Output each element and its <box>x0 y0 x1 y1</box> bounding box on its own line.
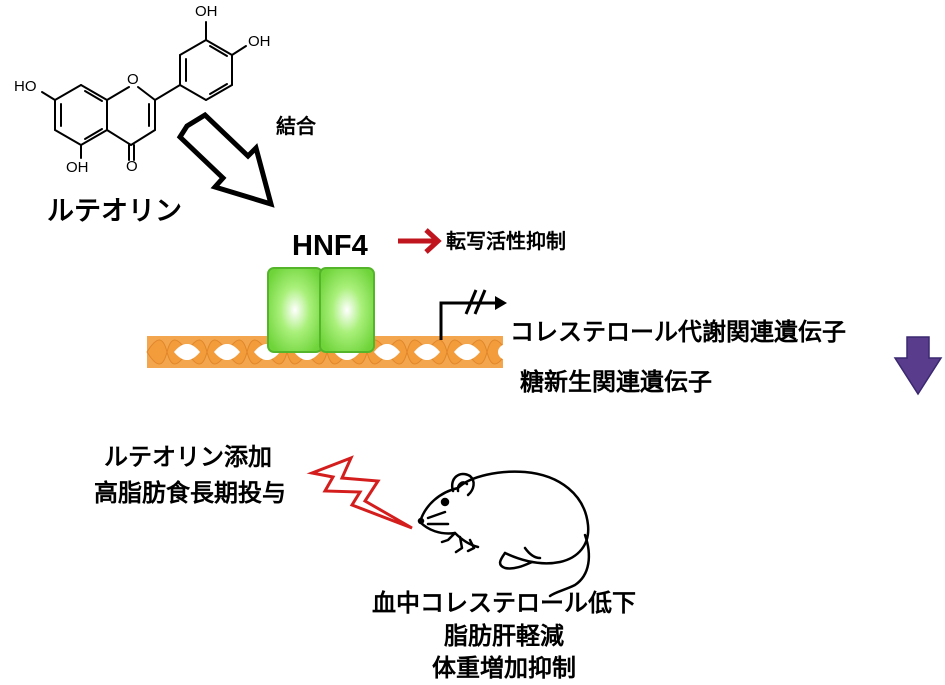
treatment-line2: 高脂肪食長期投与 <box>94 479 286 507</box>
binding-label: 結合 <box>276 114 316 138</box>
effect-label: 転写活性抑制 <box>446 229 566 253</box>
outcome-3: 体重増加抑制 <box>432 654 576 682</box>
treatment-line1: ルテオリン添加 <box>104 443 272 471</box>
outcome-2: 脂肪肝軽減 <box>444 622 564 650</box>
target-genes-line1: コレステロール代謝関連遺伝子 <box>510 318 846 346</box>
dna-twist <box>214 344 240 360</box>
promoter-arrow <box>439 301 495 340</box>
dna-twist <box>174 344 200 360</box>
hnf4-label: HNF4 <box>292 230 368 262</box>
oh-top-label: OH <box>195 3 218 20</box>
outcome-1: 血中コレステロール低下 <box>372 589 636 617</box>
oh-bottom-label: OH <box>66 159 89 176</box>
protein-box-right <box>319 267 375 353</box>
target-genes-line2: 糖新生関連遺伝子 <box>520 368 712 396</box>
oh-right-label: OH <box>248 33 271 50</box>
dna-twist <box>454 344 480 360</box>
dna-gap <box>498 344 516 360</box>
dna-twist <box>374 344 400 360</box>
ring-oxygen-label: O <box>127 71 139 88</box>
molecule-name: ルテオリン <box>47 196 182 227</box>
carbonyl-oxygen-label: O <box>126 158 138 175</box>
dna-twist <box>414 344 440 360</box>
ho-left-label: HO <box>14 78 37 95</box>
